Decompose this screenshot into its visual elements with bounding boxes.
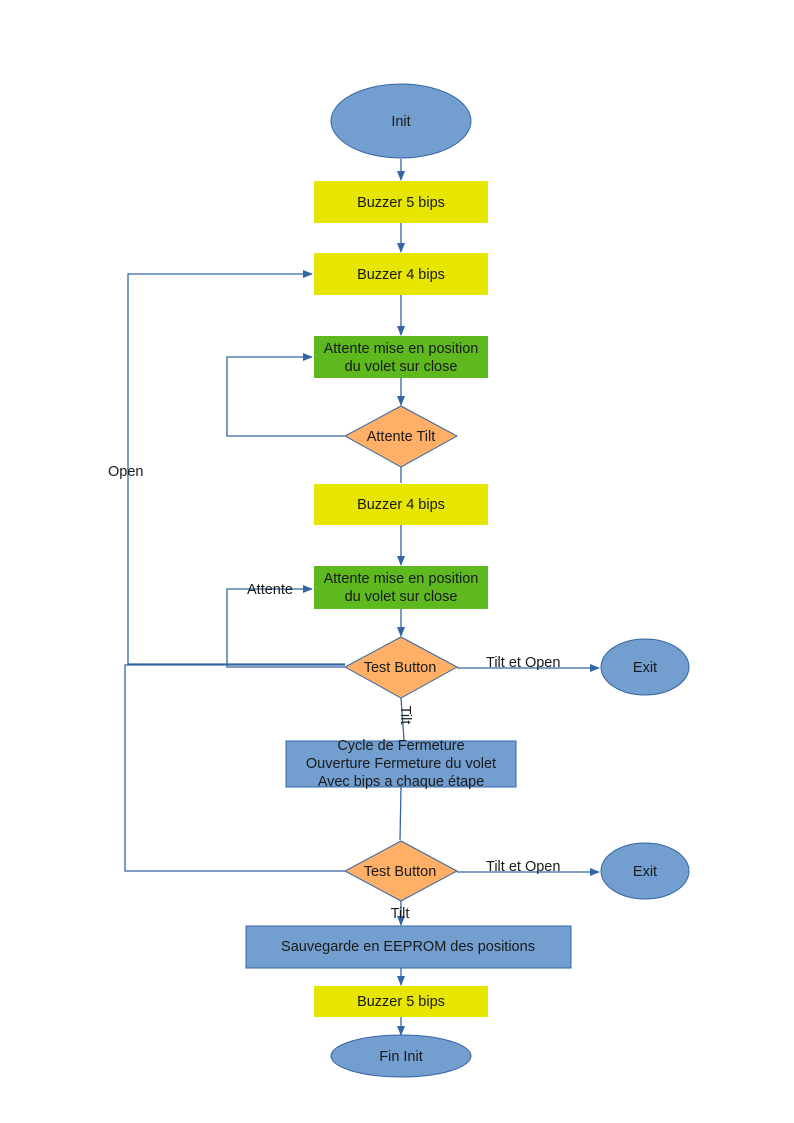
exit-2-ellipse xyxy=(600,842,690,900)
node-attente-tilt: Attente Tilt xyxy=(343,405,459,468)
node-exit-2: Exit xyxy=(600,842,690,900)
cycle-line1: Cycle de Fermeture xyxy=(337,738,464,754)
tilt-1-label: Tilt xyxy=(397,706,413,725)
fin-init-ellipse xyxy=(330,1034,472,1078)
attente-tilt-label: Attente Tilt xyxy=(367,429,436,445)
buzzer5-top-label: Buzzer 5 bips xyxy=(357,195,445,211)
open-label: Open xyxy=(108,464,143,480)
buzzer4-a-label: Buzzer 4 bips xyxy=(357,267,445,283)
tilt-open-1-label: Tilt et Open xyxy=(486,655,560,671)
wait-close-b-box xyxy=(314,566,488,609)
init-label: Init xyxy=(391,114,410,130)
exit-1-ellipse xyxy=(600,638,690,696)
wait-close-a-line2: du volet sur close xyxy=(345,359,458,375)
save-box xyxy=(245,925,572,969)
edge-test2-back xyxy=(124,664,345,872)
wait-close-a-line1: Attente mise en position xyxy=(324,341,479,357)
edge-attente-loop xyxy=(226,585,345,668)
exit-2-label: Exit xyxy=(633,864,657,880)
buzzer5-bottom-label: Buzzer 5 bips xyxy=(357,994,445,1010)
init-ellipse xyxy=(330,83,472,159)
attente-tilt-diamond xyxy=(343,405,459,468)
node-wait-close-a: Attente mise en position du volet sur cl… xyxy=(314,336,488,378)
connectors xyxy=(124,159,600,1036)
edge-test1-cycle xyxy=(400,697,405,741)
wait-close-b-line1: Attente mise en position xyxy=(324,571,479,587)
node-fin-init: Fin Init xyxy=(330,1034,472,1078)
tilt-open-2-label: Tilt et Open xyxy=(486,859,560,875)
test-button-2-label: Test Button xyxy=(364,864,437,880)
buzzer5-bottom-box xyxy=(314,986,488,1017)
edge-open-loop xyxy=(127,270,345,665)
test-button-1-diamond xyxy=(343,636,459,699)
node-buzzer5-bottom: Buzzer 5 bips xyxy=(314,986,488,1017)
edge-cycle-test2 xyxy=(399,786,402,841)
cycle-line3: Avec bips a chaque étape xyxy=(318,774,485,790)
node-save: Sauvegarde en EEPROM des positions xyxy=(245,925,572,969)
edge-tilt-loop xyxy=(226,353,345,437)
node-wait-close-b: Attente mise en position du volet sur cl… xyxy=(314,566,488,609)
buzzer4-a-box xyxy=(314,253,488,295)
cycle-line2: Ouverture Fermeture du volet xyxy=(306,756,496,772)
buzzer5-top-box xyxy=(314,181,488,223)
node-cycle: Cycle de Fermeture Ouverture Fermeture d… xyxy=(285,738,517,790)
node-test-button-1: Test Button xyxy=(343,636,459,699)
cycle-box xyxy=(285,740,517,788)
tilt-2-label: Tilt xyxy=(391,906,410,922)
buzzer4-b-box xyxy=(314,484,488,525)
wait-close-b-line2: du volet sur close xyxy=(345,589,458,605)
save-label: Sauvegarde en EEPROM des positions xyxy=(281,939,535,955)
wait-close-a-box xyxy=(314,336,488,378)
exit-1-label: Exit xyxy=(633,660,657,676)
test-button-1-label: Test Button xyxy=(364,660,437,676)
node-test-button-2: Test Button xyxy=(343,840,459,902)
buzzer4-b-label: Buzzer 4 bips xyxy=(357,497,445,513)
attente-label: Attente xyxy=(247,582,293,598)
node-buzzer4-a: Buzzer 4 bips xyxy=(314,253,488,295)
edge-labels: Open Attente Tilt et Open Tilt Tilt et O… xyxy=(108,464,560,922)
fin-init-label: Fin Init xyxy=(379,1049,423,1065)
test-button-2-diamond xyxy=(343,840,459,902)
node-buzzer4-b: Buzzer 4 bips xyxy=(314,484,488,525)
node-init: Init xyxy=(330,83,472,159)
node-buzzer5-top: Buzzer 5 bips xyxy=(314,181,488,223)
node-exit-1: Exit xyxy=(600,638,690,696)
